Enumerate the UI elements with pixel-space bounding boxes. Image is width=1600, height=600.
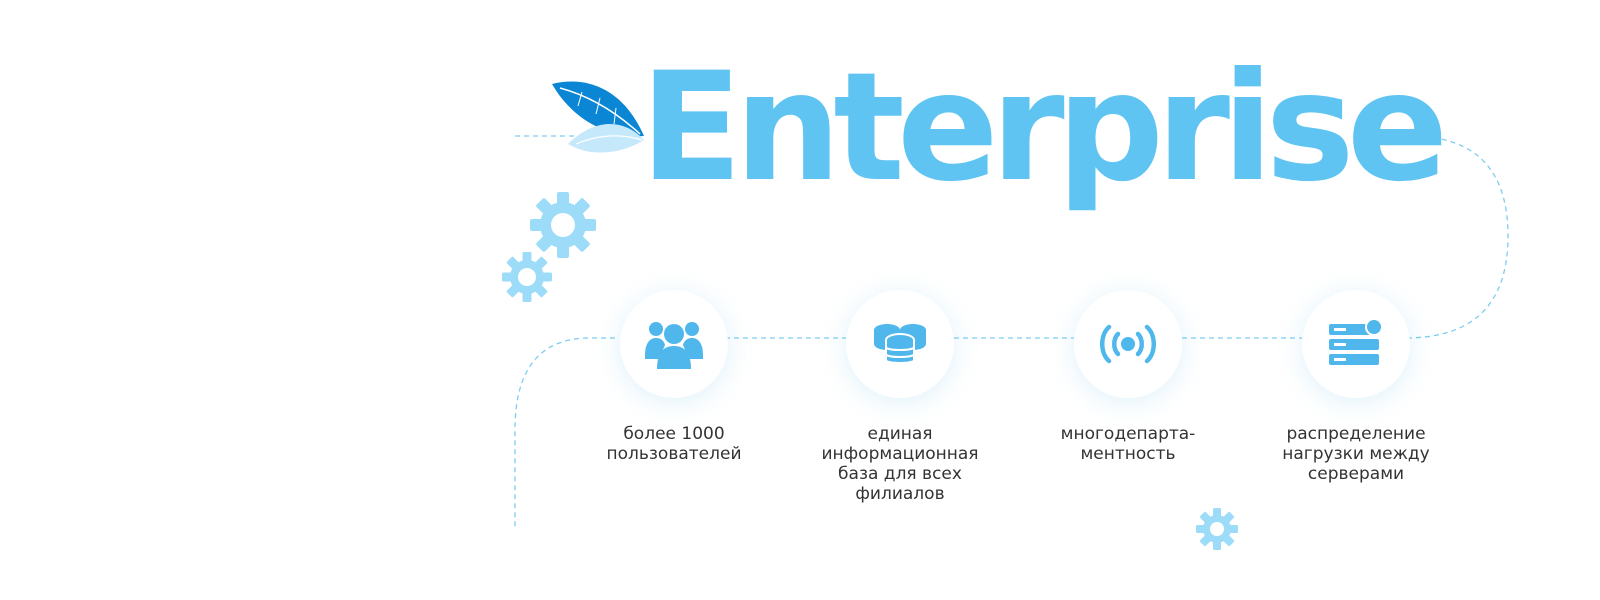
database-icon (874, 324, 926, 364)
broadcast-icon (1100, 324, 1156, 364)
feature-label: единая информационная база для всех фили… (821, 424, 979, 504)
gear-icon-small (1196, 508, 1238, 550)
feature-database: единая информационная база для всех фили… (800, 290, 1000, 504)
server-icon (1329, 319, 1383, 365)
gear-icon-large (530, 192, 596, 258)
feature-users: более 1000 пользователей (574, 290, 774, 464)
feature-icon-circle (846, 290, 954, 398)
feature-icon-circle (1074, 290, 1182, 398)
feature-label: многодепарта- ментность (1060, 424, 1196, 464)
gear-icon-medium (502, 252, 552, 302)
feature-icon-circle (1302, 290, 1410, 398)
feature-icon-circle (620, 290, 728, 398)
feature-multi-department: многодепарта- ментность (1028, 290, 1228, 464)
leaf-logo-icon (552, 81, 644, 153)
feature-label: более 1000 пользователей (606, 424, 742, 464)
feature-label: распределение нагрузки между серверами (1282, 424, 1430, 484)
feature-load-balancing: распределение нагрузки между серверами (1256, 290, 1456, 484)
users-icon (645, 322, 703, 369)
product-title-text: Enterprise (640, 41, 1448, 215)
product-title: Enterprise (640, 38, 1448, 218)
